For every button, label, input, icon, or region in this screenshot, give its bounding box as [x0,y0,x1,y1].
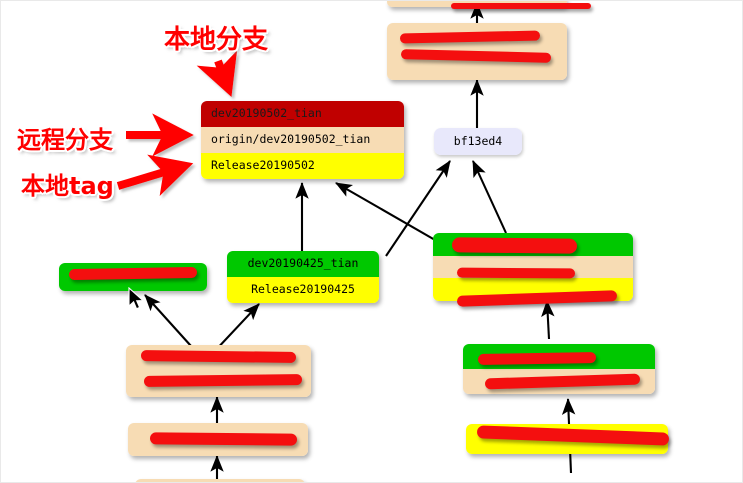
node-commit-bf13ed4[interactable]: bf13ed4 [434,128,522,155]
node-row-local-branch: dev20190502_tian [201,101,404,127]
annotation-local-tag: 本地tag [21,172,114,200]
annotation-remote-branch: 远程分支 [17,126,113,154]
node-row-local-tag: Release20190502 [201,153,404,179]
node-dev20190425[interactable]: dev20190425_tian Release20190425 [227,251,379,303]
redaction-mark [451,237,578,254]
node-row-remote-branch: origin/dev20190502_tian [201,127,404,153]
node-row-local-tag: Release20190425 [227,277,379,303]
redaction-mark [451,3,591,9]
mouse-cursor [128,287,145,310]
commit-hash-label: bf13ed4 [434,128,522,155]
edge-rightupper-to-502 [335,182,443,245]
redaction-mark [477,351,597,366]
redaction-mark [143,374,303,387]
annotation-local-branch: 本地分支 [164,25,269,55]
edge-midleft-to-greenleft [144,294,192,347]
node-dev20190502[interactable]: dev20190502_tian origin/dev20190502_tian… [201,101,404,179]
node-row-remote-branch [135,479,305,482]
annot-arrow-local-tag [116,154,194,196]
edge-rightupper-to-bf13ed4 [472,160,507,234]
redaction-mark [68,266,198,281]
node-row-local-branch: dev20190425_tian [227,251,379,277]
edge-rightlower-to-rightupper [541,299,555,340]
annot-arrow-local-branch [196,50,238,97]
redaction-mark [456,267,576,279]
redaction-mark [140,350,297,363]
node-bottom-partial[interactable] [135,479,305,482]
redaction-mark [149,432,298,446]
